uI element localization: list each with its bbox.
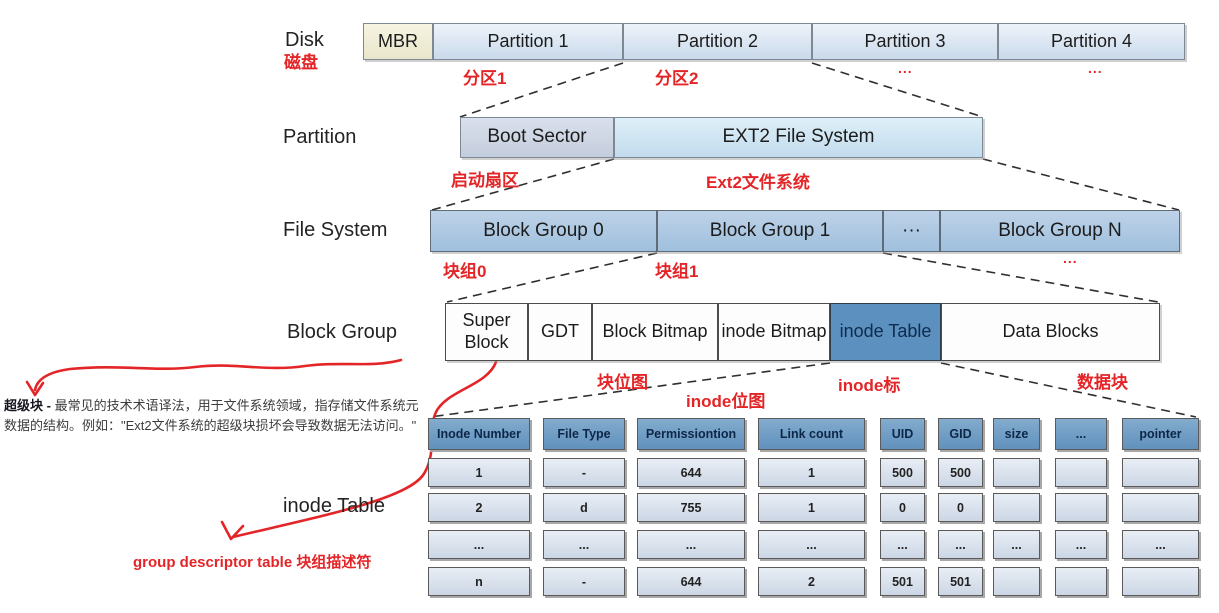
- inode-table-cell: ...: [543, 530, 625, 559]
- blockgroup-row-label: Block Group: [287, 321, 398, 343]
- superblock-note: 超级块 - 最常见的技术术语译法，用于文件系统领域，指存储文件系统元数据的结构。…: [4, 396, 428, 435]
- block-group-n-ellipsis: ...: [1063, 250, 1078, 266]
- partition2-label-cn: 分区2: [655, 69, 699, 88]
- boot-sector-label-cn: 启动扇区: [451, 171, 519, 190]
- inode-bitmap-box: inode Bitmap: [718, 303, 830, 361]
- inode-table-cell: ...: [938, 530, 983, 559]
- data-blocks-label-cn: 数据块: [1077, 373, 1128, 392]
- inode-table-header-cell: Permissiontion: [637, 418, 745, 450]
- partition3-box: Partition 3: [812, 23, 998, 60]
- inode-table-cell: 1: [758, 493, 865, 522]
- block-group-ellipsis-box: ···: [883, 210, 940, 252]
- partition-row-label: Partition: [283, 126, 357, 148]
- inode-table-cell: 1: [428, 458, 530, 487]
- inode-table-cell: d: [543, 493, 625, 522]
- partition3-ellipsis: ...: [898, 60, 913, 76]
- red-annotation-arrows: [25, 358, 498, 541]
- block-group-1-box: Block Group 1: [657, 210, 883, 252]
- inode-table-cell: 644: [637, 567, 745, 596]
- disk-row-label: Disk: [285, 29, 324, 51]
- block-group-0-box: Block Group 0: [430, 210, 657, 252]
- inode-table-cell: [1055, 567, 1107, 596]
- inode-table-cell: 501: [938, 567, 983, 596]
- partition4-box: Partition 4: [998, 23, 1185, 60]
- inode-table-cell: [1122, 567, 1199, 596]
- partition1-label-cn: 分区1: [463, 69, 507, 88]
- inodetable-row-label: inode Table: [283, 495, 385, 517]
- inode-table-cell: 2: [758, 567, 865, 596]
- inode-table-header-cell: UID: [880, 418, 925, 450]
- inode-table-cell: ...: [1055, 530, 1107, 559]
- inode-table-cell: [1122, 458, 1199, 487]
- inode-table-cell: 1: [758, 458, 865, 487]
- inode-table-cell: [993, 458, 1040, 487]
- inode-table-cell: ...: [758, 530, 865, 559]
- inode-table-box: inode Table: [830, 303, 941, 361]
- block-bitmap-box: Block Bitmap: [592, 303, 718, 361]
- block-group-0-label-cn: 块组0: [443, 262, 487, 281]
- mbr-box: MBR: [363, 23, 433, 60]
- inode-table: Inode Number File Type Permissiontion Link …: [428, 418, 1200, 600]
- data-blocks-box: Data Blocks: [941, 303, 1160, 361]
- partition2-box: Partition 2: [623, 23, 812, 60]
- inode-table-header-cell: pointer: [1122, 418, 1199, 450]
- inode-table-header-cell: size: [993, 418, 1040, 450]
- block-group-1-label-cn: 块组1: [655, 262, 699, 281]
- partition1-box: Partition 1: [433, 23, 623, 60]
- inode-bitmap-label-cn: inode位图: [686, 392, 766, 411]
- inode-table-cell: [993, 493, 1040, 522]
- inode-table-header-cell: GID: [938, 418, 983, 450]
- boot-sector-box: Boot Sector: [460, 117, 614, 158]
- filesystem-row-label: File System: [283, 219, 388, 241]
- block-group-n-box: Block Group N: [940, 210, 1180, 252]
- disk-row-label-cn: 磁盘: [284, 53, 318, 72]
- inode-table-cell: 500: [880, 458, 925, 487]
- super-block-box: Super Block: [445, 303, 528, 361]
- superblock-arrow: [33, 358, 403, 392]
- superblock-note-text: 最常见的技术术语译法，用于文件系统领域，指存储文件系统元数据的结构。例如："Ex…: [4, 398, 419, 433]
- inode-table-cell: 644: [637, 458, 745, 487]
- gdt-box: GDT: [528, 303, 592, 361]
- ext2-label-cn: Ext2文件系统: [706, 173, 810, 192]
- inode-table-cell: -: [543, 458, 625, 487]
- inode-table-cell: n: [428, 567, 530, 596]
- superblock-note-term: 超级块 -: [4, 398, 51, 413]
- inode-table-header-cell: Link count: [758, 418, 865, 450]
- partition4-ellipsis: ...: [1088, 60, 1103, 76]
- inode-table-cell: [993, 567, 1040, 596]
- inode-table-cell: 501: [880, 567, 925, 596]
- inode-table-cell: ...: [880, 530, 925, 559]
- inode-table-cell: [1055, 493, 1107, 522]
- inode-table-header-cell: Inode Number: [428, 418, 530, 450]
- inode-table-cell: 0: [938, 493, 983, 522]
- inode-table-cell: ...: [637, 530, 745, 559]
- inode-table-cell: ...: [1122, 530, 1199, 559]
- inode-table-cell: ...: [428, 530, 530, 559]
- inode-table-label-cn: inode标: [838, 376, 901, 395]
- inode-table-cell: -: [543, 567, 625, 596]
- inode-table-header-cell: ...: [1055, 418, 1107, 450]
- inode-table-cell: 0: [880, 493, 925, 522]
- ext2-filesystem-box: EXT2 File System: [614, 117, 983, 158]
- inode-table-cell: ...: [993, 530, 1040, 559]
- inode-table-cell: [1055, 458, 1107, 487]
- inode-table-header-cell: File Type: [543, 418, 625, 450]
- inode-table-cell: 755: [637, 493, 745, 522]
- block-bitmap-label-cn: 块位图: [597, 373, 648, 392]
- inode-table-cell: 2: [428, 493, 530, 522]
- inode-table-cell: 500: [938, 458, 983, 487]
- gdt-note: group descriptor table 块组描述符: [133, 554, 372, 571]
- inode-table-cell: [1122, 493, 1199, 522]
